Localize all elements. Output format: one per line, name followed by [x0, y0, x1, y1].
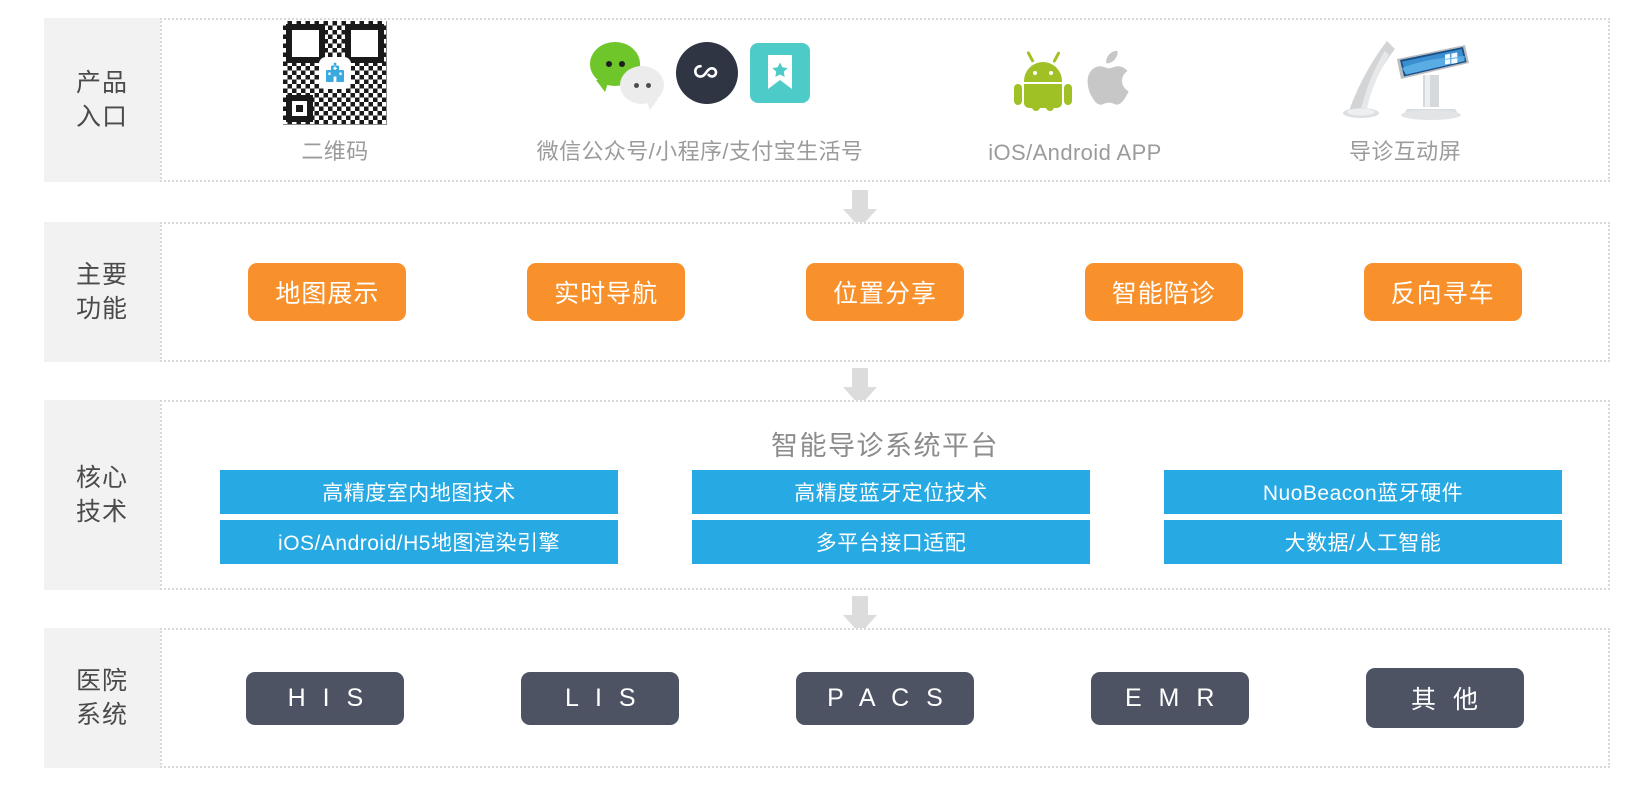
function-button-find-car[interactable]: 反向寻车 [1363, 263, 1522, 321]
row-main-function: 主要 功能 地图展示 实时导航 位置分享 智能陪诊 反向寻车 [44, 222, 1610, 362]
qr-art [283, 21, 387, 125]
panel-main-function: 地图展示 实时导航 位置分享 智能陪诊 反向寻车 [160, 222, 1610, 362]
row-label-line-2: 入口 [75, 103, 128, 131]
entry-caption: 导诊互动屏 [1348, 139, 1461, 164]
wechat-miniprogram-icon [676, 42, 738, 104]
entry-caption: 二维码 [301, 139, 369, 164]
entry-qr-code[interactable]: 二维码 [180, 21, 490, 166]
entry-kiosk[interactable]: 导诊互动屏 [1240, 21, 1570, 166]
tech-bar-multiplatform[interactable]: 多平台接口适配 [692, 520, 1090, 564]
row-core-technology: 核心 技术 智能导诊系统平台 高精度室内地图技术 iOS/Android/H5地… [44, 400, 1610, 590]
row-product-entry: 产品 入口 [44, 18, 1610, 182]
function-button-smart-escort[interactable]: 智能陪诊 [1084, 263, 1243, 321]
technology-column-1: 高精度室内地图技术 iOS/Android/H5地图渲染引擎 [220, 470, 618, 564]
row-label-core-technology: 核心 技术 [44, 400, 160, 590]
tech-bar-bluetooth-pos[interactable]: 高精度蓝牙定位技术 [692, 470, 1090, 514]
panel-product-entry: 二维码 [160, 18, 1610, 182]
system-button-his[interactable]: H I S [246, 671, 405, 725]
row-label-product-entry: 产品 入口 [44, 18, 160, 182]
mobile-app-art [1014, 27, 1136, 131]
platform-title: 智能导诊系统平台 [771, 431, 999, 461]
technology-column-2: 高精度蓝牙定位技术 多平台接口适配 [692, 470, 1090, 564]
row-label-line-1: 医院 [75, 667, 128, 695]
tech-bar-bigdata-ai[interactable]: 大数据/人工智能 [1164, 520, 1562, 564]
system-button-lis[interactable]: L I S [521, 671, 680, 725]
entry-wechat-alipay[interactable]: 微信公众号/小程序/支付宝生活号 [490, 21, 910, 166]
row-hospital-system: 医院 系统 H I S L I S P A C S E M R 其 他 [44, 628, 1610, 768]
tech-bar-nuobeacon[interactable]: NuoBeacon蓝牙硬件 [1164, 470, 1562, 514]
system-button-emr[interactable]: E M R [1090, 671, 1249, 725]
row-label-line-2: 技术 [75, 498, 128, 526]
hospital-badge-icon [319, 57, 351, 89]
entry-mobile-app[interactable]: iOS/Android APP [910, 27, 1240, 166]
qr-code-icon [283, 21, 387, 125]
function-button-realtime-nav[interactable]: 实时导航 [527, 263, 686, 321]
row-label-line-1: 主要 [75, 261, 128, 289]
row-label-main-function: 主要 功能 [44, 222, 160, 362]
kiosk-icon [1339, 23, 1471, 123]
technology-column-3: NuoBeacon蓝牙硬件 大数据/人工智能 [1164, 470, 1562, 564]
alipay-life-icon [750, 43, 810, 103]
wechat-icon [590, 42, 664, 110]
function-button-map-display[interactable]: 地图展示 [248, 263, 407, 321]
system-button-other[interactable]: 其 他 [1365, 668, 1524, 728]
tech-bar-indoor-map[interactable]: 高精度室内地图技术 [220, 470, 618, 514]
row-label-line-1: 核心 [75, 464, 128, 492]
kiosk-art [1339, 21, 1471, 125]
tech-bar-render-engine[interactable]: iOS/Android/H5地图渲染引擎 [220, 520, 618, 564]
apple-icon [1084, 48, 1136, 110]
row-label-hospital-system: 医院 系统 [44, 628, 160, 768]
row-label-line-2: 功能 [75, 295, 128, 323]
panel-core-technology: 智能导诊系统平台 高精度室内地图技术 iOS/Android/H5地图渲染引擎 … [160, 400, 1610, 590]
entry-caption: 微信公众号/小程序/支付宝生活号 [536, 139, 864, 164]
function-button-location-share[interactable]: 位置分享 [805, 263, 964, 321]
entry-caption: iOS/Android APP [988, 140, 1162, 165]
panel-hospital-system: H I S L I S P A C S E M R 其 他 [160, 628, 1610, 768]
wechat-alipay-art [590, 21, 810, 125]
android-icon [1014, 48, 1072, 111]
system-button-pacs[interactable]: P A C S [796, 671, 974, 725]
row-label-line-1: 产品 [75, 69, 128, 97]
row-label-line-2: 系统 [75, 701, 128, 729]
